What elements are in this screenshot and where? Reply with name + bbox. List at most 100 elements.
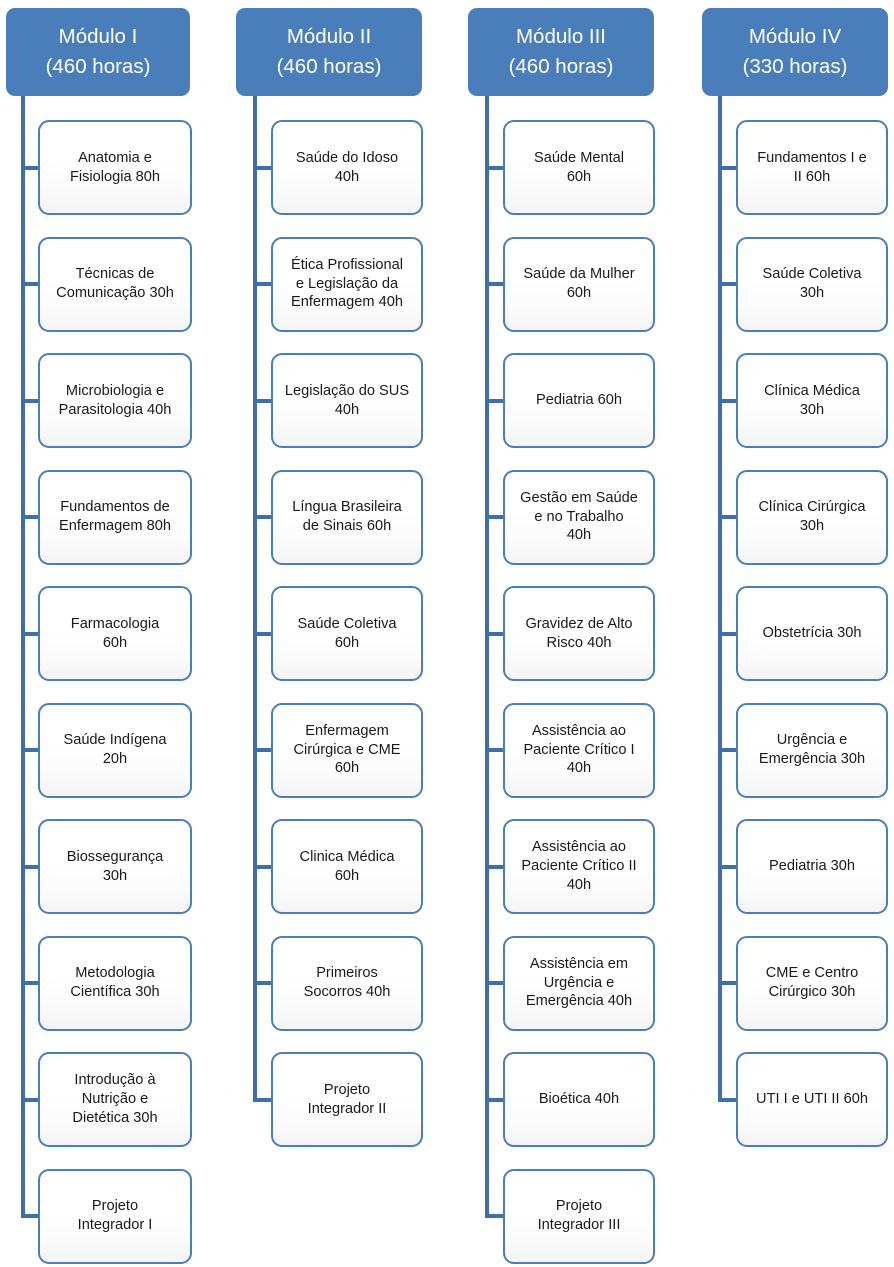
course-label: Técnicas de Comunicação 30h bbox=[56, 266, 174, 301]
course-box[interactable]: Saúde da Mulher 60h bbox=[503, 236, 655, 332]
course-label: Clínica Cirúrgica 30h bbox=[758, 499, 866, 534]
module-title: Módulo II bbox=[286, 25, 372, 49]
course-box[interactable]: Fundamentos de Enfermagem 80h bbox=[38, 469, 192, 565]
course-label: Metodologia Científica 30h bbox=[70, 965, 160, 1000]
connector-stub bbox=[485, 515, 505, 519]
connector-stub bbox=[253, 981, 273, 985]
course-box[interactable]: Projeto Integrador I bbox=[38, 1168, 192, 1264]
connector-stub bbox=[253, 864, 273, 869]
course-box[interactable]: Pediatria 30h bbox=[736, 819, 888, 914]
course-box[interactable]: Pediatria 60h bbox=[503, 353, 655, 448]
connector-stub bbox=[718, 981, 738, 985]
course-label: Enfermagem Cirúrgica e CME 60h bbox=[293, 722, 401, 777]
course-box[interactable]: Obstetrícia 30h bbox=[736, 586, 888, 681]
course-box[interactable]: Língua Brasileira de Sinais 60h bbox=[271, 469, 423, 565]
course-box[interactable]: Clínica Médica 30h bbox=[736, 353, 888, 448]
module-header-4[interactable]: Módulo IV (330 horas) bbox=[702, 8, 888, 96]
course-box[interactable]: Legislação do SUS 40h bbox=[271, 353, 423, 448]
course-box[interactable]: Assistência em Urgência e Emergência 40h bbox=[503, 935, 655, 1031]
course-box[interactable]: Farmacologia 60h bbox=[38, 586, 192, 681]
course-box[interactable]: Saúde Coletiva 60h bbox=[271, 586, 423, 681]
course-label: Obstetrícia 30h bbox=[762, 625, 862, 642]
course-box[interactable]: Clinica Médica 60h bbox=[271, 819, 423, 914]
course-box[interactable]: Bioética 40h bbox=[503, 1052, 655, 1147]
module-header-1[interactable]: Módulo I (460 horas) bbox=[6, 8, 190, 96]
course-box[interactable]: Ética Profissional e Legislação da Enfer… bbox=[271, 236, 423, 332]
course-label: UTI I e UTI II 60h bbox=[756, 1091, 868, 1108]
connector-trunk bbox=[21, 96, 25, 1218]
connector-stub bbox=[21, 1097, 40, 1102]
connector-stub bbox=[485, 631, 505, 636]
connector-trunk bbox=[718, 96, 722, 1102]
module-hours: (460 horas) bbox=[45, 55, 151, 78]
course-label: Biossegurança 30h bbox=[66, 848, 164, 884]
course-label: Farmacologia 60h bbox=[70, 615, 160, 651]
course-label: Ética Profissional e Legislação da Enfer… bbox=[291, 256, 403, 311]
course-box[interactable]: Saúde Coletiva 30h bbox=[736, 236, 888, 332]
module-hours: (460 horas) bbox=[276, 55, 382, 78]
course-label: Clinica Médica 60h bbox=[299, 848, 395, 884]
course-label: Urgência e Emergência 30h bbox=[758, 732, 866, 767]
course-label: Anatomia e Fisiologia 80h bbox=[69, 149, 161, 185]
course-box[interactable]: Gestão em Saúde e no Trabalho 40h bbox=[503, 469, 655, 565]
course-box[interactable]: Saúde Indígena 20h bbox=[38, 702, 192, 798]
course-box[interactable]: Urgência e Emergência 30h bbox=[736, 702, 888, 798]
course-box[interactable]: Gravidez de Alto Risco 40h bbox=[503, 586, 655, 681]
module-header-3[interactable]: Módulo III(460 horas) bbox=[468, 8, 654, 96]
course-box[interactable]: Microbiologia e Parasitologia 40h bbox=[38, 353, 192, 448]
course-label: Saúde Indígena 20h bbox=[63, 732, 167, 767]
course-box[interactable]: Metodologia Científica 30h bbox=[38, 935, 192, 1031]
course-label: Clínica Médica 30h bbox=[764, 382, 860, 418]
course-box[interactable]: Fundamentos I e II 60h bbox=[736, 120, 888, 215]
connector-stub bbox=[485, 165, 505, 170]
course-label: Saúde Mental 60h bbox=[533, 149, 625, 185]
course-box[interactable]: Clínica Cirúrgica 30h bbox=[736, 469, 888, 565]
connector-stub bbox=[253, 165, 273, 170]
course-label: Projeto Integrador III bbox=[537, 1198, 621, 1233]
connector-stub bbox=[253, 1097, 273, 1102]
course-label: Microbiologia e Parasitologia 40h bbox=[58, 382, 172, 418]
course-label: Fundamentos I e II 60h bbox=[757, 149, 867, 185]
connector-stub bbox=[21, 1214, 40, 1218]
connector-stub bbox=[21, 864, 40, 869]
module-hours: (330 horas) bbox=[742, 55, 848, 78]
connector-stub bbox=[718, 515, 738, 519]
course-box[interactable]: Anatomia e Fisiologia 80h bbox=[38, 120, 192, 215]
course-box[interactable]: Saúde do Idoso 40h bbox=[271, 120, 423, 215]
connector-stub bbox=[21, 748, 40, 752]
course-box[interactable]: Projeto Integrador II bbox=[271, 1052, 423, 1147]
course-label: Legislação do SUS 40h bbox=[284, 382, 410, 418]
connector-trunk bbox=[485, 96, 489, 1218]
connector-stub bbox=[21, 515, 40, 519]
connector-stub bbox=[718, 631, 738, 636]
course-box[interactable]: Enfermagem Cirúrgica e CME 60h bbox=[271, 702, 423, 798]
connector-stub bbox=[485, 1214, 505, 1218]
course-box[interactable]: CME e Centro Cirúrgico 30h bbox=[736, 935, 888, 1031]
course-box[interactable]: Técnicas de Comunicação 30h bbox=[38, 236, 192, 332]
course-label: Assistência ao Paciente Crítico I 40h bbox=[523, 722, 635, 777]
course-box[interactable]: Assistência ao Paciente Crítico I 40h bbox=[503, 702, 655, 798]
course-box[interactable]: Assistência ao Paciente Crítico II 40h bbox=[503, 819, 655, 914]
connector-stub bbox=[718, 398, 738, 403]
course-label: Pediatria 60h bbox=[535, 392, 622, 409]
module-title: Módulo I bbox=[58, 25, 138, 49]
course-label: Saúde da Mulher 60h bbox=[523, 266, 635, 301]
connector-stub bbox=[485, 1097, 505, 1102]
course-box[interactable]: UTI I e UTI II 60h bbox=[736, 1052, 888, 1147]
course-box[interactable]: Projeto Integrador III bbox=[503, 1168, 655, 1264]
course-box[interactable]: Primeiros Socorros 40h bbox=[271, 935, 423, 1031]
course-label: Primeiros Socorros 40h bbox=[303, 965, 391, 1000]
module-title: Módulo IV bbox=[748, 25, 842, 49]
module-hours: (460 horas) bbox=[508, 55, 614, 78]
course-label: Fundamentos de Enfermagem 80h bbox=[59, 499, 171, 534]
module-header-2[interactable]: Módulo II (460 horas) bbox=[236, 8, 422, 96]
connector-stub bbox=[253, 282, 273, 286]
connector-stub bbox=[21, 981, 40, 985]
course-box[interactable]: Introdução à Nutrição e Dietética 30h bbox=[38, 1052, 192, 1147]
course-box[interactable]: Saúde Mental 60h bbox=[503, 120, 655, 215]
connector-stub bbox=[485, 398, 505, 403]
connector-stub bbox=[485, 864, 505, 869]
course-box[interactable]: Biossegurança 30h bbox=[38, 819, 192, 914]
course-label: Introdução à Nutrição e Dietética 30h bbox=[72, 1072, 158, 1126]
